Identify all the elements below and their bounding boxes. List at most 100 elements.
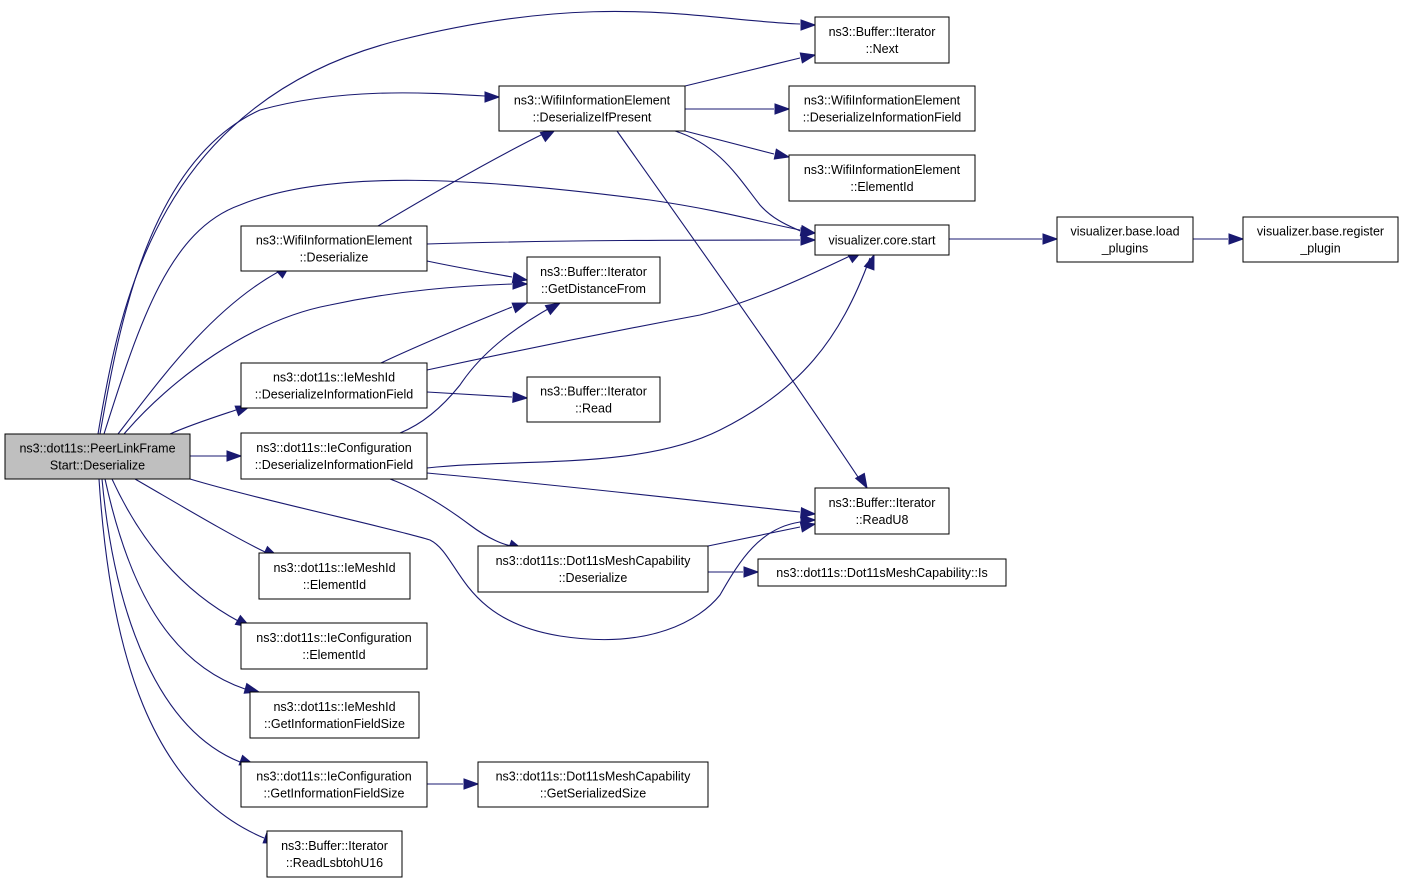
edge-line [389,478,513,547]
node-readu8[interactable]: ns3::Buffer::Iterator::ReadU8 [814,487,950,535]
node-mid-gifs[interactable]: ns3::dot11s::IeMeshId::GetInformationFie… [249,691,420,739]
arrowhead-icon [743,566,760,578]
edge-line [426,472,801,513]
edge-root-to-vis_start [103,179,817,435]
node-box [1056,216,1194,263]
node-label-line: ns3::Buffer::Iterator [829,496,936,510]
node-vis-reg[interactable]: visualizer.base.register_plugin [1242,216,1399,263]
node-read[interactable]: ns3::Buffer::Iterator::Read [526,376,661,423]
node-cap-is[interactable]: ns3::dot11s::Dot11sMeshCapability::Is [757,558,1007,587]
node-box [240,432,428,480]
arrowhead-icon [544,302,562,316]
node-box [477,761,709,808]
edge-wie_des-to-vis_start [426,234,817,246]
arrowhead-icon [799,521,817,533]
edge-line [380,306,513,364]
edge-line [426,260,513,278]
edge-root-to-wie_dip [99,91,501,435]
node-label-line: ns3::dot11s::IeMeshId [273,371,395,385]
node-wie-eid[interactable]: ns3::WifiInformationElement::ElementId [788,154,976,202]
node-vis-start[interactable]: visualizer.core.start [814,224,950,256]
arrowhead-icon [774,103,791,115]
arrowhead-icon [226,450,243,462]
edge-cap_des-to-readu8 [707,521,817,547]
edge-line [707,526,801,547]
node-root[interactable]: ns3::dot11s::PeerLinkFrameStart::Deseria… [4,433,191,480]
node-label-line: ::GetDistanceFrom [541,282,646,296]
node-label-line: ns3::Buffer::Iterator [829,25,936,39]
node-box [757,558,1007,587]
node-label-line: ns3::dot11s::PeerLinkFrame [19,442,175,456]
edge-wie_dip-to-next [684,52,817,87]
edge-wie_dip-to-vis_start [674,130,817,237]
node-next[interactable]: ns3::Buffer::Iterator::Next [814,16,950,64]
arrowhead-icon [799,52,817,64]
arrowhead-icon [484,91,501,103]
node-label-line: ::Deserialize [300,251,369,265]
node-label-line: Start::Deserialize [50,459,145,473]
edge-line [399,304,556,434]
node-cfg-eid[interactable]: ns3::dot11s::IeConfiguration::ElementId [240,622,428,670]
node-label-line: ns3::Buffer::Iterator [540,265,647,279]
node-box [258,552,411,600]
node-cfg-gifs[interactable]: ns3::dot11s::IeConfiguration::GetInforma… [240,761,428,808]
edge-root-to-mid_eid [134,478,280,558]
node-label-line: ns3::WifiInformationElement [804,94,961,108]
node-label-line: ::ElementId [850,180,913,194]
edge-line [101,478,241,763]
edge-line [189,478,801,640]
node-label-line: ns3::WifiInformationElement [804,163,961,177]
edge-wie_dip-to-wie_eid [684,130,791,160]
node-label-line: ns3::Buffer::Iterator [281,839,388,853]
edge-root-to-gdf [123,278,529,435]
edge-mid_dif-to-read [426,391,529,403]
node-cfg-dif[interactable]: ns3::dot11s::IeConfiguration::Deserializ… [240,432,428,480]
edge-wie_dip-to-wie_dif [685,103,791,115]
node-label-line: ::GetSerializedSize [540,787,646,801]
node-mid-eid[interactable]: ns3::dot11s::IeMeshId::ElementId [258,552,411,600]
arrowhead-icon [800,507,817,519]
edge-wie_dip-to-readu8 [616,130,868,490]
node-cap-des[interactable]: ns3::dot11s::Dot11sMeshCapability::Deser… [477,545,709,593]
node-box [498,85,686,132]
node-wie-des[interactable]: ns3::WifiInformationElement::Deserialize [240,225,428,272]
edge-root-to-cfg_gifs [101,478,256,766]
node-vis-load[interactable]: visualizer.base.load_plugins [1056,216,1194,263]
node-label-line: visualizer.base.register [1257,225,1384,239]
node-wie-dif[interactable]: ns3::WifiInformationElement::Deserialize… [788,85,976,132]
node-box [249,691,420,739]
edge-root-to-cfg_dif [190,450,243,462]
node-gdf[interactable]: ns3::Buffer::Iterator::GetDistanceFrom [526,256,661,304]
edge-mid_dif-to-gdf [380,302,529,364]
node-label-line: ::ElementId [303,578,366,592]
node-wie-dip[interactable]: ns3::WifiInformationElement::Deserialize… [498,85,686,132]
node-label-line: ns3::dot11s::IeConfiguration [256,770,411,784]
node-box [1242,216,1399,263]
arrowhead-icon [863,253,875,271]
arrowhead-icon [800,19,817,31]
node-mid-dif[interactable]: ns3::dot11s::IeMeshId::DeserializeInform… [240,362,428,409]
edge-line [674,130,801,232]
edge-line [134,478,266,553]
edge-cfg_dif-to-readu8 [426,472,817,519]
node-label-line: ns3::WifiInformationElement [256,234,413,248]
edge-line [117,271,279,435]
node-cap-gss[interactable]: ns3::dot11s::Dot11sMeshCapability::GetSe… [477,761,709,808]
node-label-line: ns3::dot11s::Dot11sMeshCapability [496,554,692,568]
node-label-line: ::ReadLsbtohU16 [286,856,383,870]
node-label-line: ::GetInformationFieldSize [263,787,404,801]
node-label-line: visualizer.core.start [829,234,937,248]
node-label-line: ns3::dot11s::IeConfiguration [256,441,411,455]
node-label-line: ns3::dot11s::Dot11sMeshCapability [496,770,692,784]
node-box [526,376,661,423]
node-label-line: ::DeserializeInformationField [255,458,413,472]
arrowhead-icon [800,234,817,246]
node-label-line: ns3::Buffer::Iterator [540,385,647,399]
node-rlsb[interactable]: ns3::Buffer::Iterator::ReadLsbtohU16 [266,830,403,878]
edge-line [684,130,775,155]
node-label-line: ::DeserializeInformationField [255,388,413,402]
node-box [814,487,950,535]
arrowhead-icon [799,224,817,237]
node-label-line: ::DeserializeInformationField [803,111,961,125]
node-label-line: ::Deserialize [559,571,628,585]
